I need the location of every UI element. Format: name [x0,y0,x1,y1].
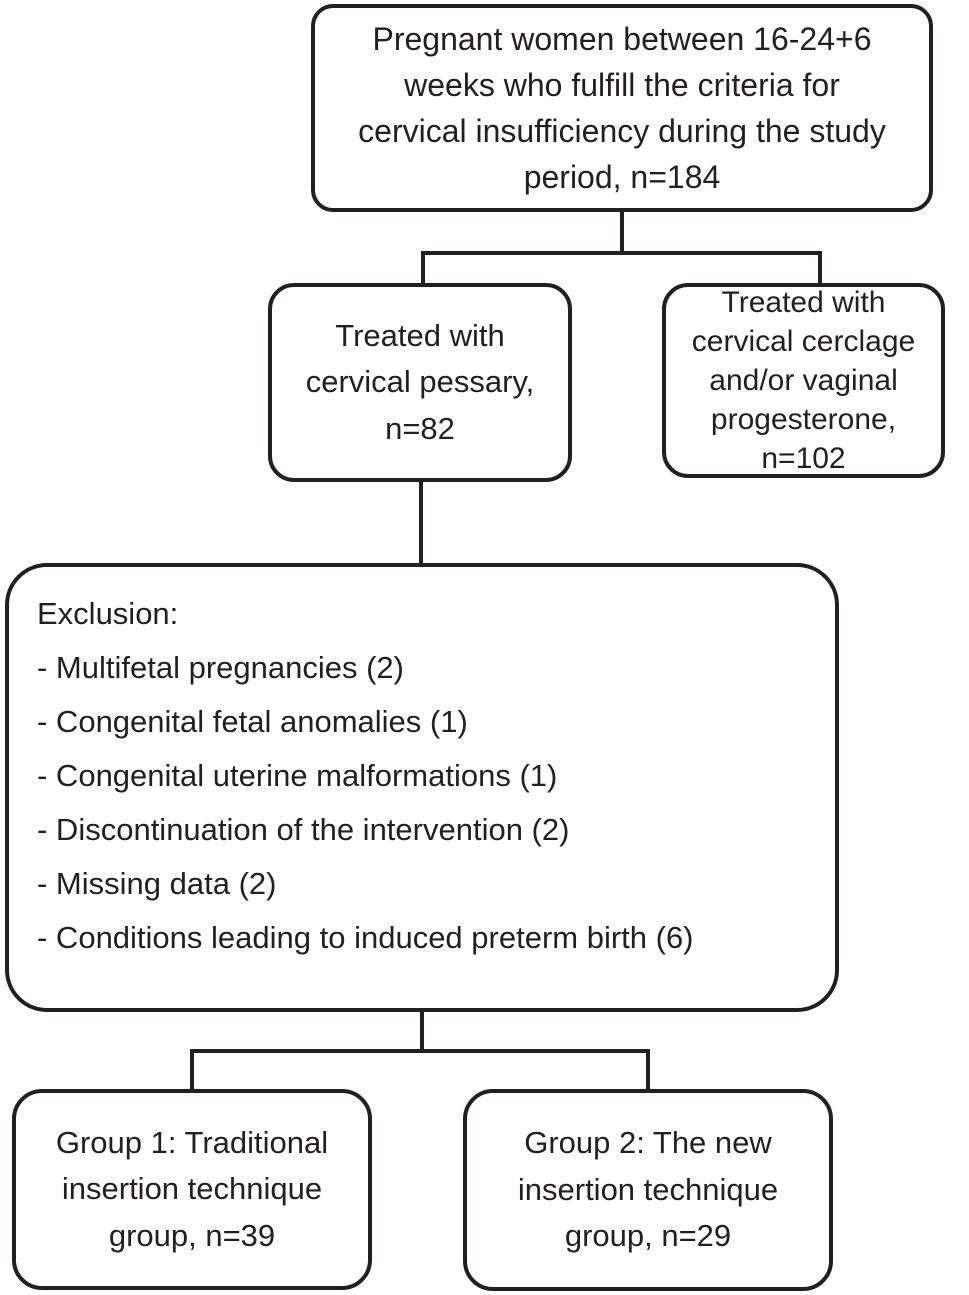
pessary-text-line: cervical pessary, [305,364,535,400]
connector-group1-drop [190,1049,194,1091]
group1-text-line: insertion technique [61,1171,323,1207]
exclusion-item: - Congenital fetal anomalies (1) [37,703,468,739]
group1-text-line: group, n=39 [108,1217,276,1253]
connector-exclusion-stem [420,1010,424,1053]
connector-groups-branch [190,1049,650,1053]
pessary-text-line: n=82 [385,410,455,446]
exclusion-box: Exclusion: - Multifetal pregnancies (2) … [5,563,839,1012]
exclusion-item: - Missing data (2) [37,865,277,901]
population-text-line: Pregnant women between 16-24+6 [372,20,872,57]
exclusion-item: - Congenital uterine malformations (1) [37,757,558,793]
connector-group2-drop [646,1049,650,1091]
cerclage-text-line: and/or vaginal [709,364,898,397]
cerclage-text-line: n=102 [761,442,846,475]
cerclage-text-line: progesterone, [710,403,897,436]
connector-row2-branch [421,251,822,255]
exclusion-title: Exclusion: [37,596,179,631]
cerclage-text-line: Treated with [721,286,886,319]
group2-text-line: group, n=29 [564,1218,732,1254]
group1-box: Group 1: Traditional insertion technique… [12,1089,372,1290]
population-text-line: period, n=184 [523,159,721,196]
cerclage-arm-box: Treated with cervical cerclage and/or va… [662,283,945,478]
group2-text-line: insertion technique [517,1171,779,1207]
population-box: Pregnant women between 16-24+6 weeks who… [311,4,933,212]
connector-pessary-to-exclusion [419,480,423,565]
pessary-text-line: Treated with [335,317,505,353]
pessary-arm-box: Treated with cervical pessary, n=82 [268,283,572,482]
group1-text-line: Group 1: Traditional [55,1124,329,1160]
exclusion-item: - Discontinuation of the intervention (2… [37,811,570,847]
population-text-line: cervical insufficiency during the study [358,113,886,149]
exclusion-item: - Conditions leading to induced preterm … [37,919,694,955]
connector-population-stem [620,210,624,255]
connector-cerclage-drop [818,251,822,285]
group2-text-line: Group 2: The new [524,1125,772,1161]
exclusion-item: - Multifetal pregnancies (2) [37,649,404,685]
connector-pessary-drop [421,251,425,285]
population-text-line: weeks who fulfill the criteria for [404,66,840,103]
cerclage-text-line: cervical cerclage [691,325,916,358]
group2-box: Group 2: The new insertion technique gro… [463,1089,833,1291]
